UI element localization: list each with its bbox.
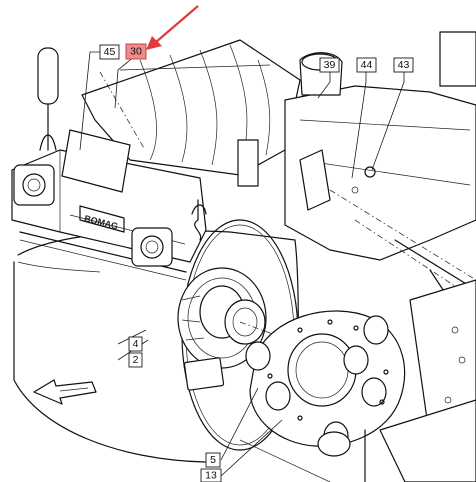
callout-13-label: 13: [205, 470, 217, 482]
callout-4[interactable]: 4: [128, 336, 143, 352]
callout-2-label: 2: [133, 354, 139, 366]
callout-39[interactable]: 39: [319, 57, 340, 73]
seat-frame: [61, 39, 301, 193]
callout-44-label: 44: [361, 59, 373, 71]
side-chassis: [284, 31, 476, 441]
highlight-pointer-arrow: [146, 5, 199, 50]
bolt-circle: [267, 319, 389, 421]
travel-direction-arrow: [33, 379, 97, 405]
lamp-right: [131, 227, 173, 267]
callout-45[interactable]: 45: [99, 44, 120, 60]
callout-45-label: 45: [104, 46, 116, 58]
callout-5-label: 5: [210, 454, 216, 466]
callout-44[interactable]: 44: [356, 57, 377, 73]
lower-frame: [239, 399, 476, 482]
callout-4-label: 4: [133, 338, 139, 350]
callout-39-label: 39: [324, 59, 336, 71]
callout-5[interactable]: 5: [205, 452, 221, 468]
mirror-left: [37, 47, 59, 151]
leader-lines: [79, 51, 405, 477]
callout-30[interactable]: 30: [125, 43, 147, 60]
callout-43-label: 43: [398, 59, 410, 71]
callout-43[interactable]: 43: [393, 57, 414, 73]
front-frame: BOMAG: [11, 149, 207, 281]
callout-13[interactable]: 13: [200, 468, 222, 482]
drum-drive-motor: [177, 267, 331, 391]
callout-30-label: 30: [130, 46, 142, 58]
mirror-right: [191, 199, 207, 241]
callout-2[interactable]: 2: [128, 352, 143, 368]
lamp-left: [13, 164, 55, 206]
